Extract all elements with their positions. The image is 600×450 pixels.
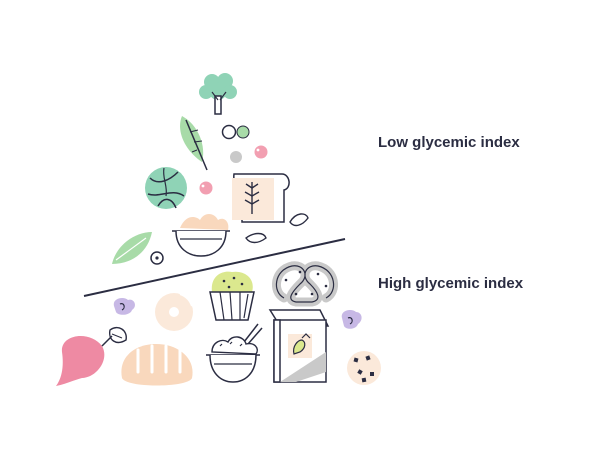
berries-icon [199,124,268,195]
rice-bowl-icon [206,323,263,383]
oatmeal-bowl-icon [172,214,230,257]
cereal-box-icon [268,309,330,383]
whole-grain-bread-icon [232,173,290,223]
pretzel-icon [272,261,338,307]
bagel-icon [155,293,193,331]
cabbage-icon [145,167,187,209]
seeds-icon [150,213,309,265]
low-glycemic-label: Low glycemic index [378,134,520,151]
broccoli-icon [199,73,237,115]
cookie-icon [347,351,381,385]
leaf-icon [112,232,152,264]
beet-icon [56,326,127,386]
divider-line [83,238,346,297]
raisin-icon [113,298,362,329]
cupcake-icon [209,271,255,321]
high-glycemic-label: High glycemic index [378,275,524,292]
arugula-leaf-icon [180,116,208,171]
bread-loaf-icon [121,344,193,386]
